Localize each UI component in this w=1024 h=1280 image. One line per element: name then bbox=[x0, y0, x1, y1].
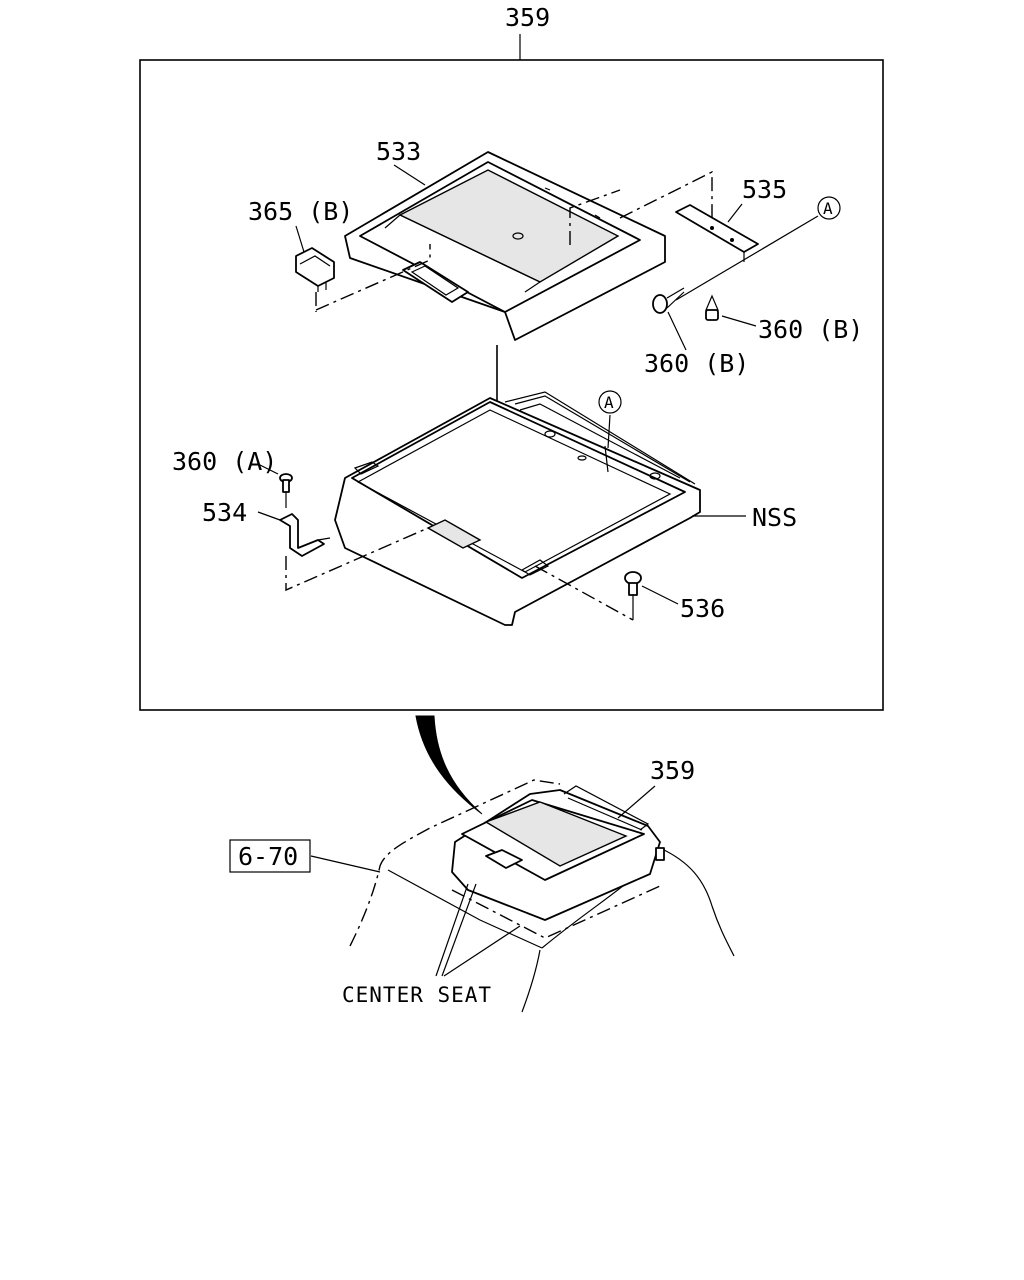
ref-circle-a-box bbox=[598, 390, 622, 414]
svg-text:A: A bbox=[823, 199, 833, 218]
screw-360b-right bbox=[705, 294, 719, 321]
label-ref-page: 6-70 bbox=[238, 842, 298, 871]
screw-360a bbox=[279, 473, 293, 508]
bracket-535 bbox=[675, 204, 759, 262]
curved-arrow bbox=[415, 715, 483, 815]
svg-text:A: A bbox=[604, 393, 614, 412]
clip-536 bbox=[624, 571, 642, 620]
ref-circle-a-top bbox=[817, 196, 841, 220]
label-535: 535 bbox=[742, 175, 787, 204]
label-533: 533 bbox=[376, 137, 421, 166]
lid-533 bbox=[344, 151, 666, 341]
label-536: 536 bbox=[680, 594, 725, 623]
label-360b-upper: 360 (B) bbox=[758, 315, 863, 344]
switch-365b bbox=[295, 247, 335, 312]
label-nss: NSS bbox=[752, 503, 797, 532]
label-365b: 365 (B) bbox=[248, 197, 353, 226]
screw-360b-left bbox=[652, 287, 685, 314]
ref-page-box bbox=[229, 839, 311, 873]
label-359-top: 359 bbox=[505, 3, 550, 32]
label-359-bottom: 359 bbox=[650, 756, 695, 785]
detail-frame bbox=[139, 59, 884, 711]
label-360a: 360 (A) bbox=[172, 447, 277, 476]
console-body bbox=[334, 391, 701, 626]
bracket-534 bbox=[279, 513, 331, 557]
label-360b-lower: 360 (B) bbox=[644, 349, 749, 378]
label-center-seat: CENTER SEAT bbox=[342, 983, 492, 1007]
console-installed bbox=[451, 785, 665, 939]
label-534: 534 bbox=[202, 498, 247, 527]
